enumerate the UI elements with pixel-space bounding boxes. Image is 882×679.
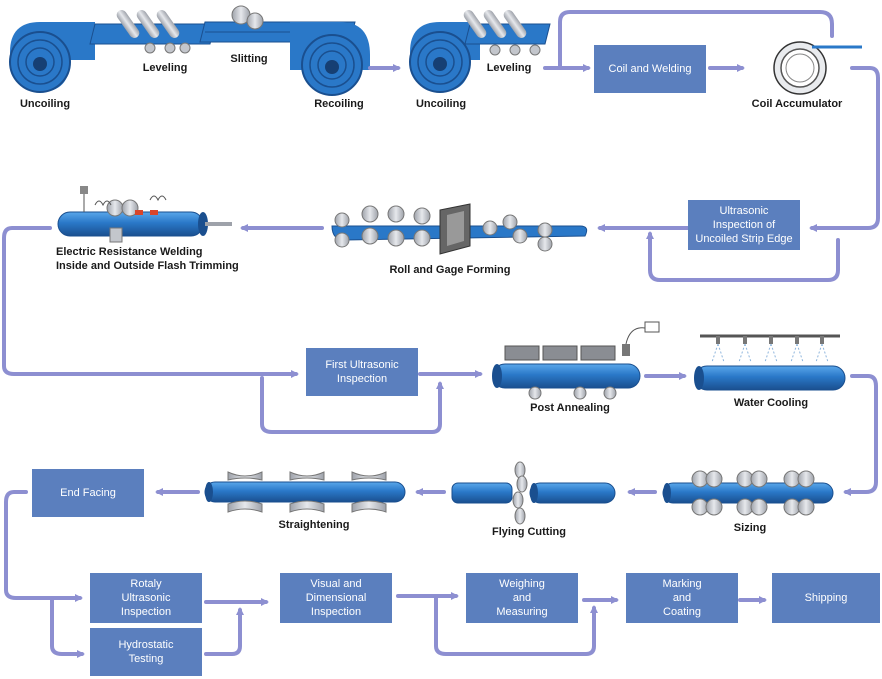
recoiling-coil-icon [290, 22, 370, 96]
arrow-hydrostatic-to-visual [204, 607, 244, 656]
recoiling-label: Recoiling [314, 98, 364, 110]
box-line: Testing [128, 653, 164, 665]
box-line: Inspection [120, 606, 172, 618]
box-line: End Facing [60, 487, 116, 499]
box-line: Shipping [804, 592, 848, 604]
box-line: and [512, 592, 532, 604]
flying-cutting-label: Flying Cutting [492, 526, 566, 538]
uncoiling-coil-2-icon [409, 22, 480, 93]
weighing-box: Weighing and Measuring [466, 573, 578, 623]
loop-weighing-bypass [434, 594, 598, 656]
uncoiling-1-label: Uncoiling [19, 98, 71, 110]
ultrasonic-strip-box: Ultrasonic Inspection of Uncoiled Strip … [688, 200, 800, 250]
box-line: Inspection [310, 606, 362, 618]
marking-box: Marking and Coating [626, 573, 738, 623]
box-line: Visual and [310, 578, 362, 590]
box-line: Ultrasonic [121, 592, 171, 604]
uncoiling-2-label: Uncoiling [415, 98, 467, 110]
coil-accumulator-label: Coil Accumulator [751, 98, 843, 110]
box-line: Hydrostatic [118, 639, 174, 651]
hydrostatic-box: Hydrostatic Testing [90, 628, 202, 676]
flying-cutting-icon [451, 461, 616, 525]
box-line: Coating [663, 606, 701, 618]
leveling-1-label: Leveling [142, 62, 188, 74]
box-line: Inspection of [712, 219, 776, 231]
roll-gage-forming-label: Roll and Gage Forming [389, 264, 511, 276]
arrow-to-hydrostatic [50, 596, 85, 658]
roll-gage-forming-icon [331, 203, 588, 255]
box-line: Inspection [336, 373, 388, 385]
box-line: First Ultrasonic [325, 359, 399, 371]
post-annealing-icon [492, 321, 660, 400]
slitting-label: Slitting [230, 53, 268, 65]
loop-ultrasonic-strip-bypass [646, 231, 840, 282]
box-line: Marking [662, 578, 702, 590]
visual-dimensional-box: Visual and Dimensional Inspection [280, 573, 392, 623]
water-cooling-label: Water Cooling [733, 397, 809, 409]
box-line: Uncoiled Strip Edge [695, 233, 793, 245]
box-line: Dimensional [305, 592, 367, 604]
leveling-1-icon [89, 9, 216, 54]
erw-label-line2: Inside and Outside Flash Trimming [56, 260, 239, 272]
erw-pipe-icon [57, 186, 232, 243]
end-facing-box: End Facing [32, 469, 144, 517]
arrow-water-cooling-to-sizing [843, 374, 878, 496]
arrow-end-facing-to-rotaly [4, 490, 83, 602]
box-line: Measuring [496, 606, 548, 618]
straightening-icon [204, 471, 406, 513]
straightening-label: Straightening [278, 519, 350, 531]
arrow-erw-to-first-ultrasonic [2, 226, 299, 378]
erw-label-line1: Electric Resistance Welding [56, 246, 203, 258]
coil-accumulator-icon [773, 41, 862, 95]
rotaly-ultrasonic-box: Rotaly Ultrasonic Inspection [90, 573, 202, 623]
box-line: Ultrasonic [719, 205, 769, 217]
water-cooling-icon [694, 334, 846, 391]
uncoiling-coil-1-icon [9, 22, 95, 93]
box-line: and [672, 592, 692, 604]
first-ultrasonic-box: First Ultrasonic Inspection [306, 348, 418, 396]
post-annealing-label: Post Annealing [530, 402, 610, 414]
coil-welding-box: Coil and Welding [594, 45, 706, 93]
arrow-accumulator-to-ultrasonic-strip [809, 66, 880, 232]
loop-first-ultrasonic-bypass [260, 376, 444, 434]
box-line: Coil and Welding [608, 63, 692, 75]
arrow-leveling-to-coil-welding [543, 10, 834, 70]
shipping-box: Shipping [772, 573, 880, 623]
box-line: Weighing [499, 578, 545, 590]
leveling-2-icon [463, 9, 551, 56]
sizing-icon [662, 470, 834, 516]
leveling-2-label: Leveling [486, 62, 532, 74]
sizing-label: Sizing [733, 522, 767, 534]
box-line: Rotaly [130, 578, 162, 590]
